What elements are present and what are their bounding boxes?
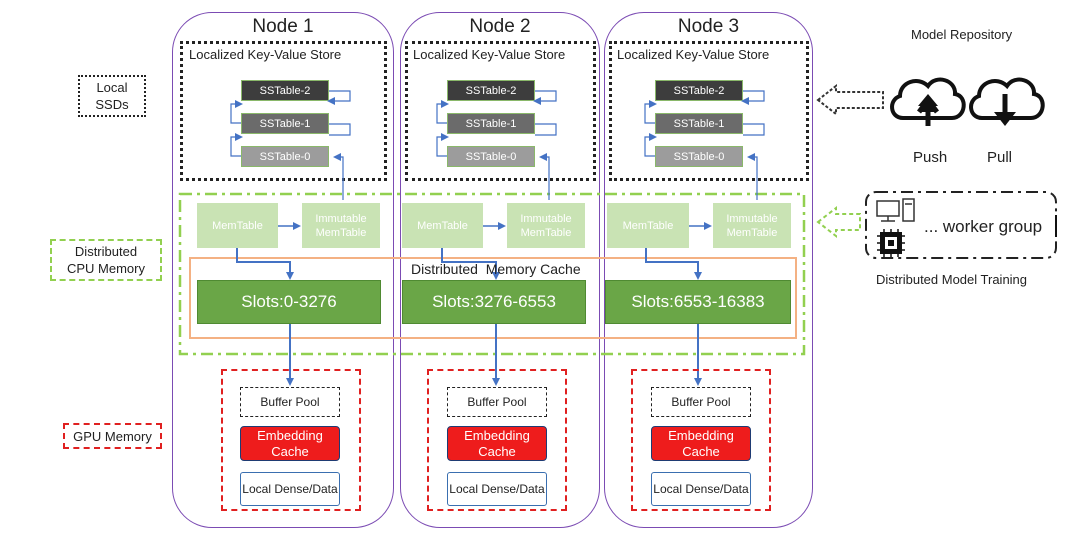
node-3-sstable-2: SSTable-2 [655, 80, 743, 101]
node-2-container [400, 12, 600, 528]
model-repository-title: Model Repository [911, 27, 1013, 42]
legend-gpu-memory: GPU Memory [63, 423, 162, 449]
node-2-embedding-cache: Embedding Cache [447, 426, 547, 461]
node-1-sstable-0: SSTable-0 [241, 146, 329, 167]
node-3-title: Node 3 [677, 16, 740, 37]
hollow-left-arrow-icon [816, 83, 884, 117]
cloud-download-icon [969, 77, 1045, 126]
node-3-local-dense-data: Local Dense/Data [651, 472, 751, 506]
legend-distributed-cpu-memory: Distributed CPU Memory [50, 239, 162, 281]
node-3-slots: Slots:6553-16383 [605, 280, 791, 324]
node-1-memtable: MemTable [197, 203, 278, 248]
node-3-sstable-0: SSTable-0 [655, 146, 743, 167]
node-1-sstable-connectors [230, 90, 351, 200]
node-2-kv-title: Localized Key-Value Store [413, 47, 566, 62]
node-1-buffer-pool: Buffer Pool [240, 387, 340, 417]
desktop-computer-icon [876, 198, 915, 222]
node-1-local-dense-data: Local Dense/Data [240, 472, 340, 506]
node-2-kv-store: Localized Key-Value Store [405, 41, 596, 181]
node-2-sstable-2: SSTable-2 [447, 80, 535, 101]
node-1-immutable-memtable: Immutable MemTable [302, 203, 380, 248]
node-2-local-dense-data: Local Dense/Data [447, 472, 547, 506]
node-1-kv-store: Localized Key-Value Store [180, 41, 387, 181]
node-2-buffer-pool: Buffer Pool [447, 387, 547, 417]
node-3-memtable: MemTable [607, 203, 689, 248]
node-3-container [604, 12, 813, 528]
node-2-memtable: MemTable [402, 203, 483, 248]
node-1-gpu-memory [221, 369, 361, 511]
node-3-immutable-memtable: Immutable MemTable [713, 203, 791, 248]
node-3-embedding-cache: Embedding Cache [651, 426, 751, 461]
push-label: Push [913, 149, 948, 166]
node-2-sstable-1: SSTable-1 [447, 113, 535, 134]
node-3-gpu-memory [631, 369, 771, 511]
node-2-gpu-memory [427, 369, 567, 511]
node-2-sstable-connectors [436, 90, 557, 200]
node-1-embedding-cache: Embedding Cache [240, 426, 340, 461]
node-3-buffer-pool: Buffer Pool [651, 387, 751, 417]
memtable-to-slots-arrows [236, 248, 702, 280]
text-cursor [1055, 215, 1057, 237]
legend-local-ssds: Local SSDs [78, 75, 146, 117]
cloud-upload-icon [890, 77, 966, 126]
node-1-kv-title: Localized Key-Value Store [189, 47, 342, 62]
node-1-container [172, 12, 394, 528]
node-3-kv-title: Localized Key-Value Store [617, 47, 770, 62]
hollow-left-arrow-icon [816, 205, 861, 239]
slots-to-gpu-arrows [286, 324, 702, 386]
node-1-title: Node 1 [252, 16, 314, 37]
node-3-kv-store: Localized Key-Value Store [609, 41, 809, 181]
node-1-sstable-1: SSTable-1 [241, 113, 329, 134]
cpu-chip-icon [877, 229, 905, 257]
node-2-immutable-memtable: Immutable MemTable [507, 203, 585, 248]
node-1-sstable-2: SSTable-2 [241, 80, 329, 101]
node-2-slots: Slots:3276-6553 [402, 280, 586, 324]
distributed-model-training-label: Distributed Model Training [876, 272, 1028, 287]
node-1-slots: Slots:0-3276 [197, 280, 381, 324]
node-2-sstable-0: SSTable-0 [447, 146, 535, 167]
node-3-sstable-connectors [644, 90, 765, 200]
worker-group-label: ... worker group [924, 217, 1043, 236]
pull-label: Pull [987, 149, 1013, 166]
distributed-memory-cache-box [189, 257, 797, 339]
node-3-sstable-1: SSTable-1 [655, 113, 743, 134]
distributed-memory-cache-label: Distributed Memory Cache [411, 261, 581, 277]
distributed-cpu-memory-region [178, 192, 806, 356]
node-2-title: Node 2 [469, 16, 531, 37]
